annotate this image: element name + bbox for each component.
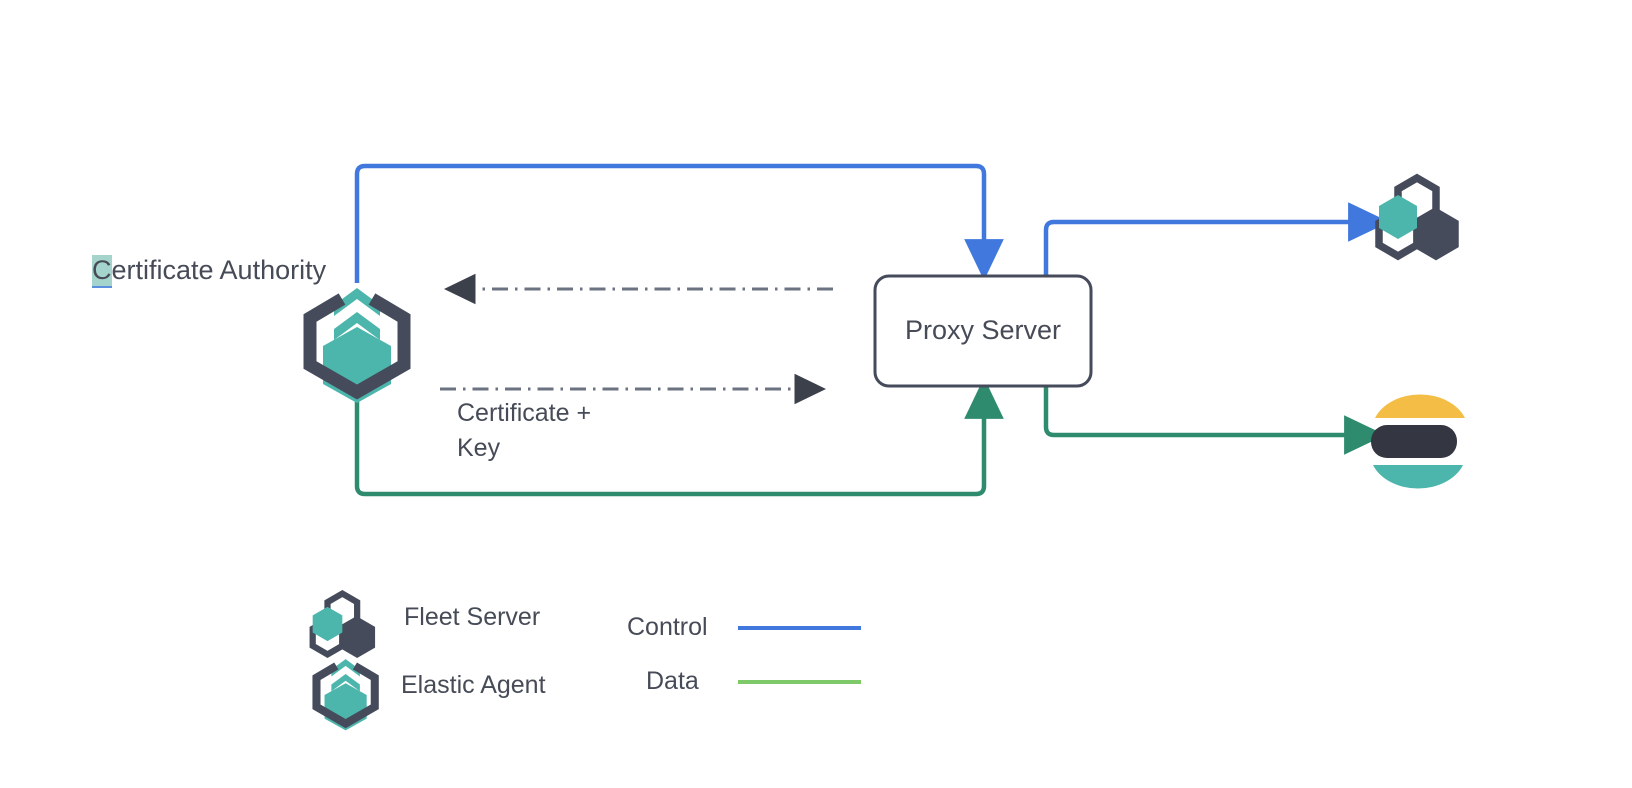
edge-data-agent-to-proxy — [354, 377, 1004, 497]
certificate-key-line-1: Certificate + — [457, 399, 592, 427]
legend-elastic-agent-icon — [312, 659, 379, 731]
legend-line-label-control: Control — [627, 613, 708, 641]
elasticsearch-yellow-arc — [1375, 394, 1465, 418]
legend-line-label-data: Data — [646, 667, 699, 695]
elasticsearch-teal-arc — [1373, 465, 1463, 489]
edge-control-proxy-to-fleet — [1043, 202, 1390, 277]
legend-fleet-server-icon — [309, 589, 376, 659]
certificate-authority-label-rest: ertificate Authority — [111, 255, 327, 285]
certificate-authority-label-highlight: C — [92, 255, 112, 288]
certificate-authority-label: Certificate Authority — [92, 254, 327, 288]
elastic-agent-icon — [303, 288, 411, 403]
fleet-server-icon — [1375, 173, 1459, 261]
legend-item-label-fleet-server: Fleet Server — [404, 603, 541, 631]
legend-item-label-elastic-agent: Elastic Agent — [401, 671, 546, 699]
proxy-server-label: Proxy Server — [904, 315, 1062, 346]
certificate-key-edge-label: Certificate + Key — [457, 396, 591, 465]
edge-data-proxy-to-elasticsearch — [1043, 387, 1386, 455]
elasticsearch-icon — [1371, 394, 1465, 489]
edge-control-agent-to-proxy — [354, 163, 1004, 283]
certificate-key-line-2: Key — [457, 433, 501, 462]
proxy-server-box[interactable] — [873, 274, 1093, 388]
elasticsearch-dark-bar — [1371, 425, 1457, 458]
